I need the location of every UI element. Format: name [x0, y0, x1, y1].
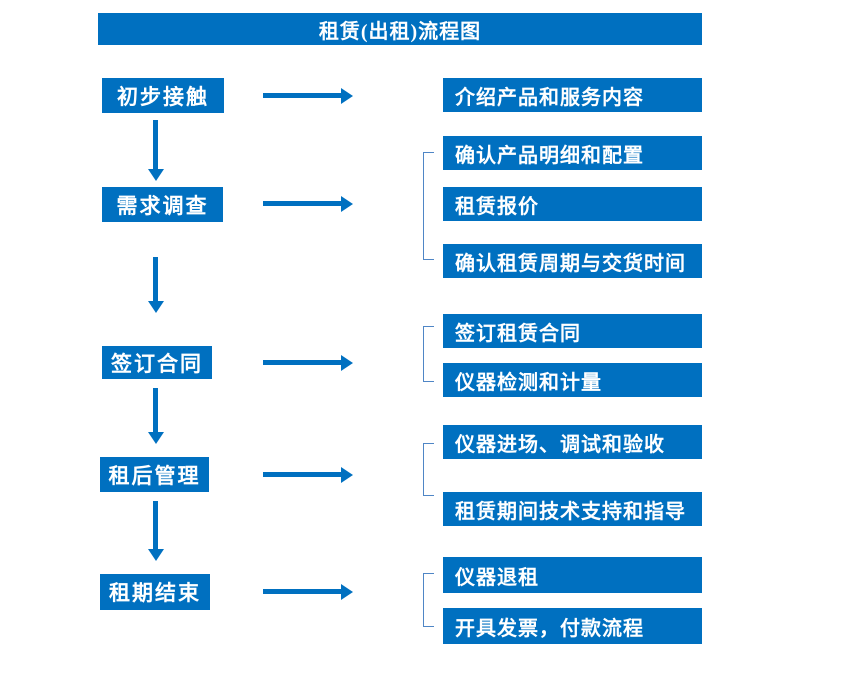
output-box-confirm-period-delivery: 确认租赁周期与交货时间 [443, 244, 702, 278]
arrow-right-icon-2 [263, 196, 353, 212]
arrow-right-icon-1 [263, 88, 353, 104]
diagram-title: 租赁(出租)流程图 [98, 13, 702, 45]
output-box-invoice-payment: 开具发票，付款流程 [443, 608, 702, 644]
output-box-instrument-setup-acceptance: 仪器进场、调试和验收 [443, 425, 702, 459]
output-box-technical-support: 租赁期间技术支持和指导 [443, 492, 702, 526]
output-box-sign-rental-contract: 签订租赁合同 [443, 314, 702, 348]
arrow-right-icon-3 [263, 355, 353, 371]
arrow-down-icon-2 [148, 257, 164, 313]
arrow-down-icon-1 [148, 120, 164, 181]
group-bracket-demand-survey [423, 152, 434, 260]
step-box-sign-contract: 签订合同 [102, 346, 212, 379]
arrow-right-icon-4 [263, 467, 353, 483]
step-box-post-rental-management: 租后管理 [100, 457, 209, 492]
output-box-instrument-return: 仪器退租 [443, 557, 702, 593]
group-bracket-post-rental [423, 443, 434, 496]
output-box-confirm-details-config: 确认产品明细和配置 [443, 136, 702, 170]
step-box-rental-end: 租期结束 [100, 574, 210, 610]
output-box-rental-quotation: 租赁报价 [443, 187, 702, 221]
group-bracket-sign-contract [423, 326, 434, 382]
output-box-introduce-products: 介绍产品和服务内容 [443, 78, 702, 112]
step-box-initial-contact: 初步接触 [102, 78, 224, 113]
output-box-instrument-testing: 仪器检测和计量 [443, 363, 702, 397]
arrow-down-icon-4 [148, 501, 164, 561]
group-bracket-rental-end [423, 573, 434, 627]
step-box-demand-survey: 需求调查 [102, 187, 223, 222]
arrow-right-icon-5 [263, 584, 353, 600]
arrow-down-icon-3 [148, 388, 164, 444]
